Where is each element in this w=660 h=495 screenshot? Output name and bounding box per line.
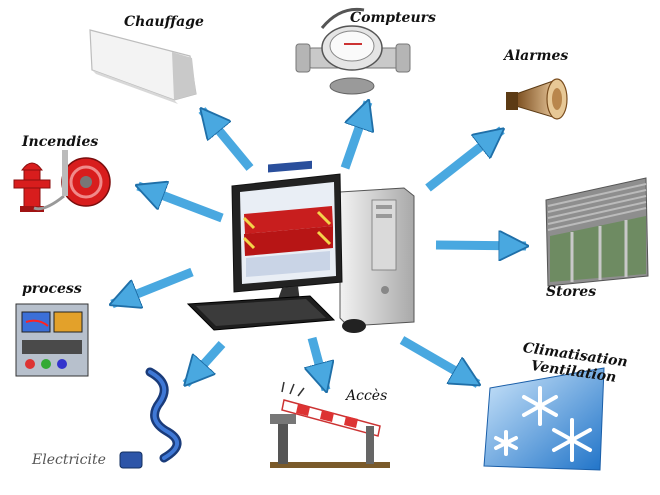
process-panel-icon — [15, 303, 89, 377]
label-chauffage: Chauffage — [124, 14, 204, 30]
label-process: process — [22, 281, 82, 297]
arrow-to-climatisation — [399, 336, 478, 388]
barrier-gate-icon — [270, 381, 390, 468]
electric-cable-icon — [119, 367, 182, 469]
label-acces: Accès — [346, 388, 388, 404]
arrow-to-stores — [435, 245, 526, 246]
arrow-to-compteurs — [340, 102, 368, 170]
window-blinds-icon — [545, 177, 649, 287]
fire-hose-reel-icon — [33, 150, 111, 211]
arrow-to-chauffage — [198, 110, 254, 171]
siren-horn-icon — [506, 78, 568, 120]
snowflake-icon — [483, 367, 605, 471]
radiator-icon — [89, 29, 197, 104]
arrow-to-process — [112, 267, 194, 304]
label-stores: Stores — [546, 284, 597, 300]
arrows — [112, 102, 526, 390]
label-incendies: Incendies — [22, 134, 99, 150]
arrow-to-electricite — [186, 340, 226, 384]
label-alarmes: Alarmes — [504, 48, 569, 64]
label-compteurs: Compteurs — [350, 10, 436, 26]
arrow-to-incendies — [138, 186, 224, 223]
arrow-to-alarmes — [425, 126, 502, 192]
water-meter-icon — [295, 7, 411, 95]
label-electricite: Electricite — [32, 452, 106, 468]
fire-hydrant-icon — [13, 162, 51, 212]
computer-icon — [186, 160, 415, 333]
arrow-to-acces — [312, 336, 326, 390]
